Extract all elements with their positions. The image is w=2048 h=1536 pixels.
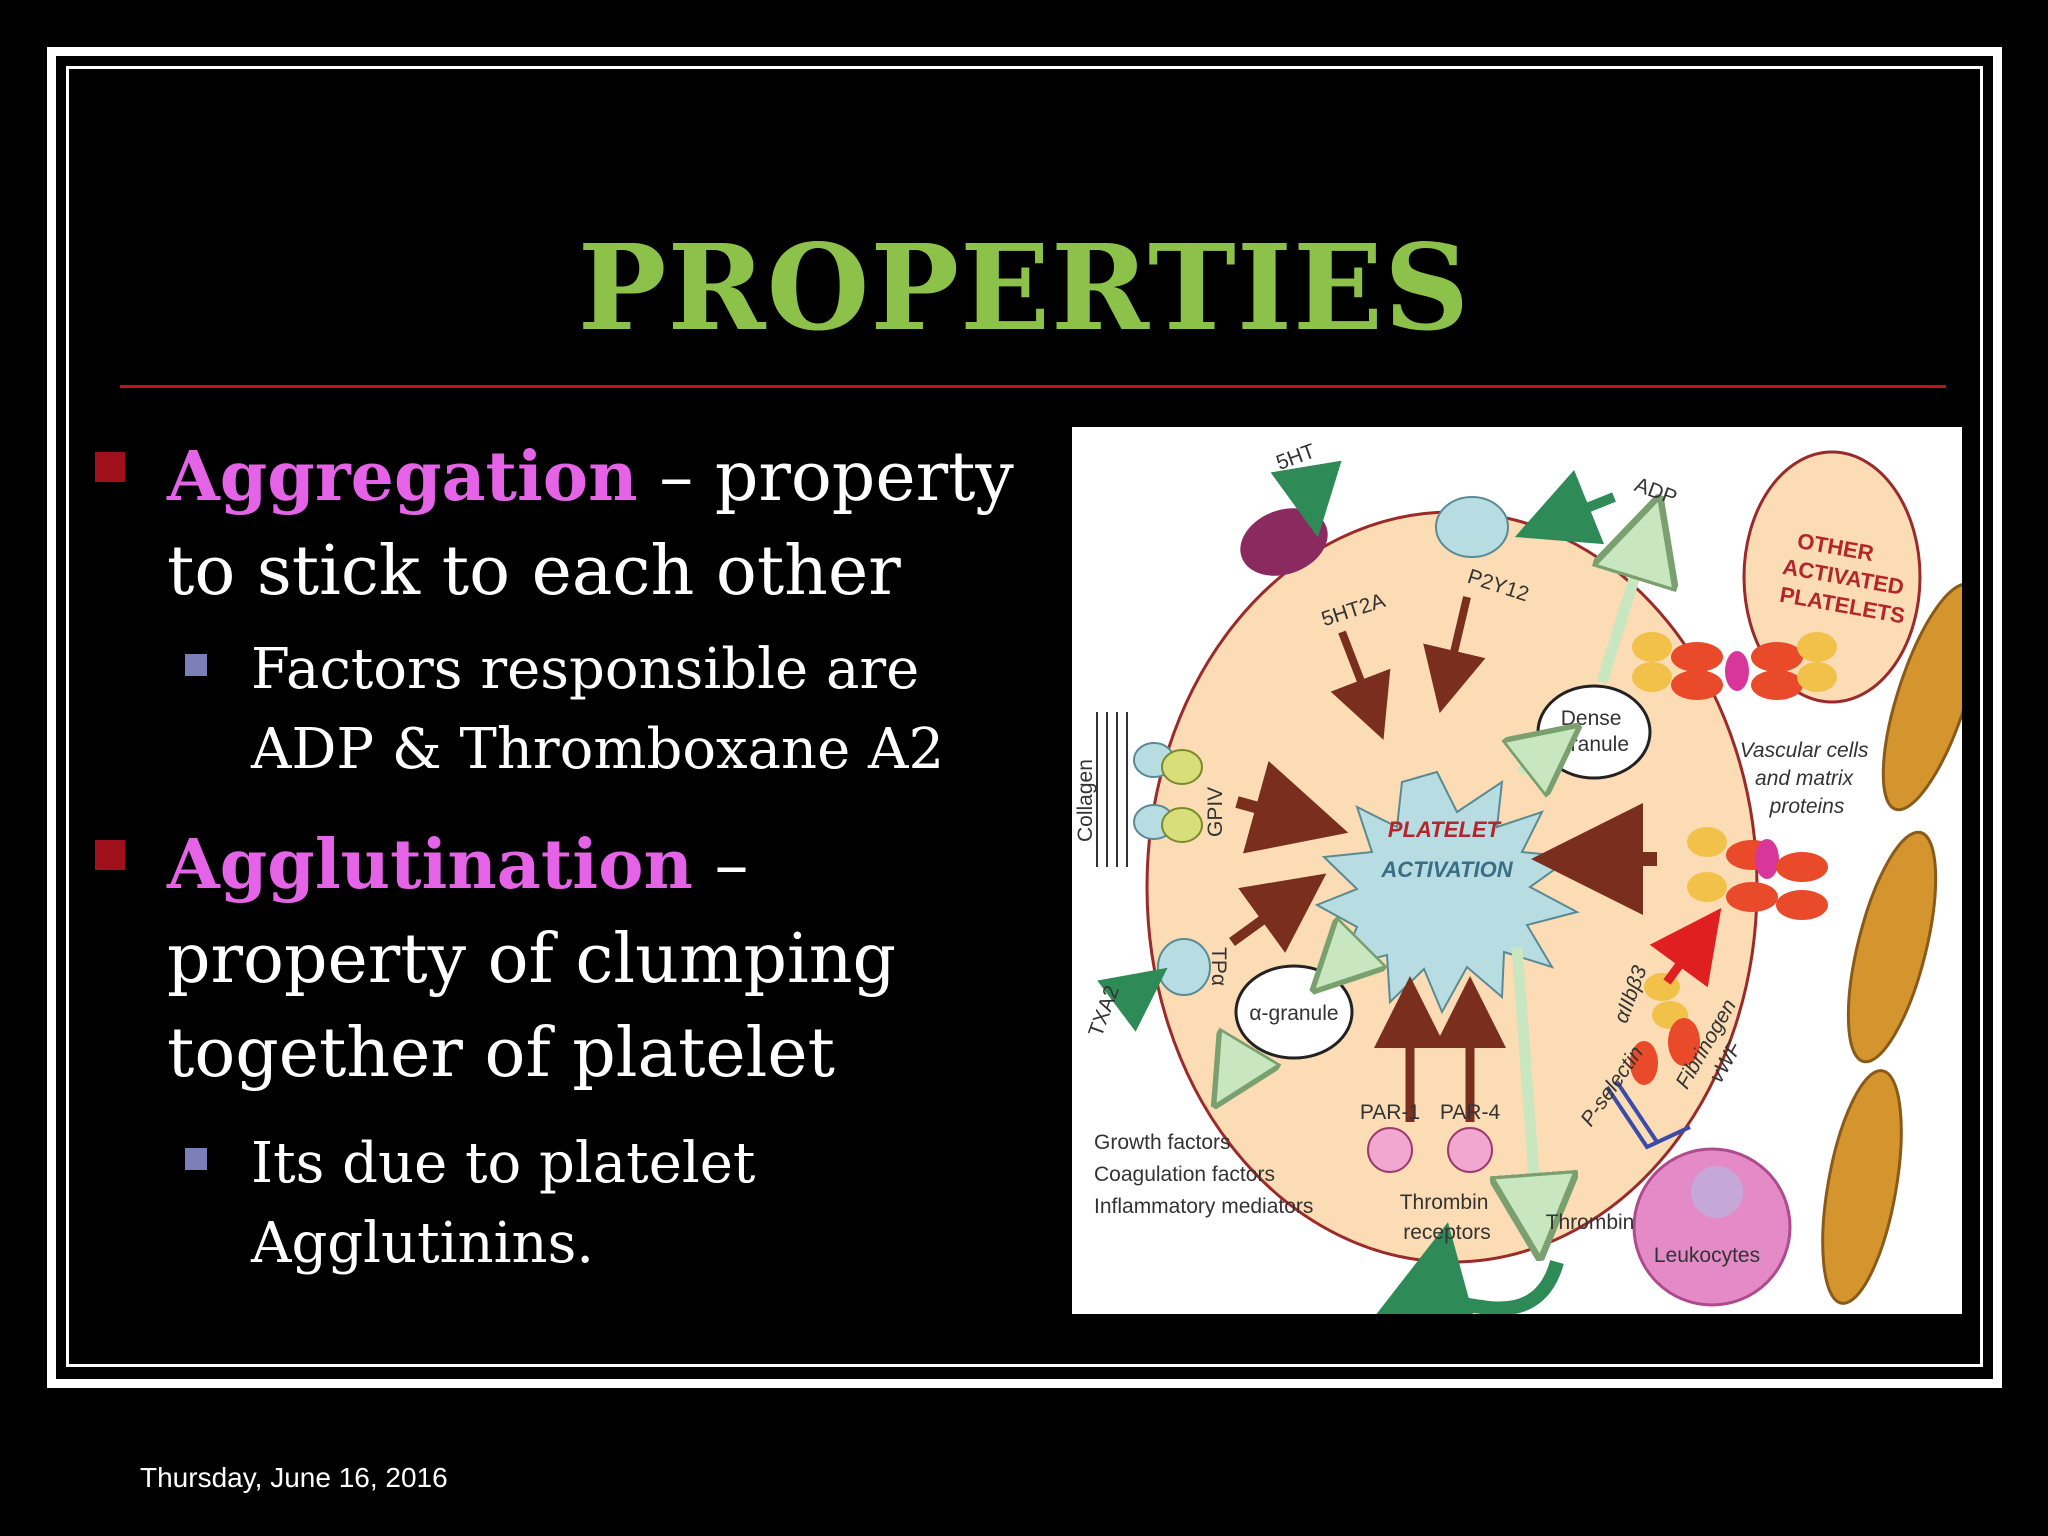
slide-inner-border [66,66,1983,1367]
gpiv-label: GPIV [1204,787,1227,837]
bullet-marker [95,452,125,482]
collagen-label: Collagen [1074,759,1097,842]
adp-label: ADP [1631,473,1679,509]
bullet-aggregation: Aggregation – property to stick to each … [95,430,1015,619]
par1-receptor [1367,1127,1413,1173]
red-cell [1881,582,1962,812]
title-divider [120,385,1946,388]
par4-label: PAR-4 [1440,1101,1501,1124]
tpa-label: TPα [1207,947,1230,986]
aggregation-definition: – property to stick to each other [167,438,1014,611]
integrin-cluster-upper [1632,632,1837,700]
red-cell [1821,1069,1903,1305]
thrombin-cycle-arrow [1371,1222,1564,1314]
slide-date: Thursday, June 16, 2016 [140,1462,448,1493]
thrombin-receptors-label: Thrombin receptors [1400,1191,1495,1244]
platelet-activation-label: PLATELET ACTIVATION [1380,817,1513,882]
par4-receptor [1447,1127,1493,1173]
leukocytes-label: Leukocytes [1654,1244,1760,1267]
leukocyte-nucleus [1691,1166,1743,1218]
sub-bullet-agglutinins: Its due to platelet Agglutinins. [185,1124,1025,1284]
bullet-marker [95,840,125,870]
sub-bullet-marker [185,654,207,676]
sub-bullet-aggregation-factors: Factors responsible are ADP & Thromboxan… [185,630,1025,790]
gpiv-receptor [1161,749,1203,785]
term-agglutination: Agglutination [167,825,693,905]
sub-bullet-marker [185,1148,207,1170]
agglutination-definition: – property of clumping together of plate… [167,826,897,1093]
integrin-cluster-middle [1687,827,1828,920]
tpa-receptor [1157,938,1211,996]
other-platelet [1742,450,1922,704]
leukocyte [1632,1147,1792,1307]
slide-outer-border [47,47,2002,1388]
platelet-activation-diagram: OTHER ACTIVATED PLATELETS [1072,427,1962,1314]
vascular-cells-label: Vascular cells and matrix proteins [1740,739,1875,818]
red-cell [1846,830,1938,1064]
dense-granule [1536,684,1652,780]
slide-title: PROPERTIES [577,218,1471,357]
par1-label: PAR-1 [1360,1101,1420,1124]
bullet-agglutination: Agglutination – property of clumping tog… [95,818,1015,1101]
p2y12-receptor [1435,496,1509,558]
term-aggregation: Aggregation [167,437,638,517]
5ht-label: 5HT [1273,440,1318,475]
p-selectin-link [1605,1080,1691,1150]
alpha-granule-label: α-granule [1249,1002,1338,1025]
diagram-svg: OTHER ACTIVATED PLATELETS [1074,440,1962,1314]
granule-contents-label: Growth factors Coagulation factors Infla… [1094,1131,1313,1218]
thrombin-label: Thrombin [1546,1211,1635,1234]
gpiv-receptor [1161,807,1203,843]
txa2-label: TXA2 [1084,983,1124,1040]
